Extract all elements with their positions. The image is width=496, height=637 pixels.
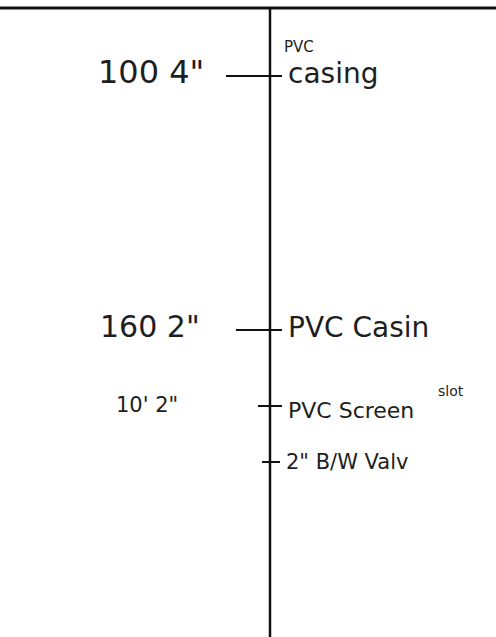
depth-tick [226, 75, 282, 77]
casing-label: PVC Casin [288, 314, 429, 342]
valve-label: 2" B/W Valv [286, 452, 408, 473]
casing-label: casing [288, 60, 378, 88]
depth-tick [258, 405, 282, 407]
well-line [269, 8, 272, 637]
note-label: slot [438, 384, 463, 398]
material-label: PVC [284, 40, 314, 55]
depth-label: 100 4" [98, 56, 204, 88]
depth-label: 160 2" [100, 312, 200, 342]
ground-line [0, 7, 496, 10]
depth-tick [236, 329, 282, 331]
depth-label: 10' 2" [116, 395, 178, 416]
screen-label: PVC Screen [288, 400, 414, 422]
depth-tick [262, 461, 280, 463]
